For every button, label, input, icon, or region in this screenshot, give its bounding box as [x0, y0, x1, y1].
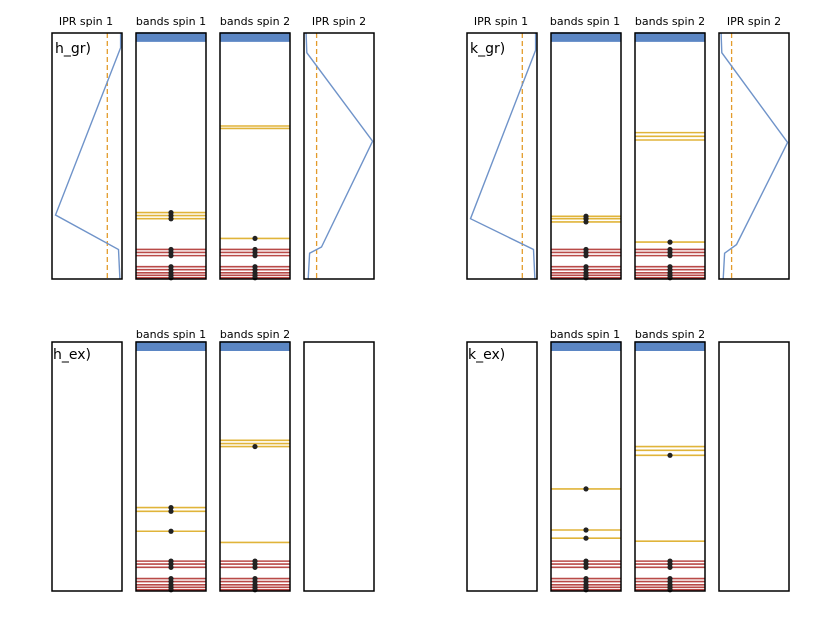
panel-title-bands-spin2: bands spin 2 [220, 15, 290, 28]
block-k-gr: IPR spin 1 bands spin 1 bands spin 2 IPR… [470, 15, 781, 57]
panel-frame-ipr1 [466, 32, 538, 280]
electron-dot [252, 235, 258, 242]
panel-title-ipr-spin2: IPR spin 2 [312, 15, 366, 28]
electron-dot [168, 216, 174, 222]
panel-frame-bands2 [219, 32, 291, 280]
block-label: h_gr) [55, 41, 91, 57]
block-label: h_ex) [53, 347, 91, 363]
block-label: k_gr) [470, 41, 505, 57]
electron-dot [583, 486, 589, 492]
electron-dot [583, 253, 589, 259]
panel-title-bands-spin1: bands spin 1 [550, 15, 620, 28]
panel-frame-bands2 [634, 32, 706, 280]
panel-title-ipr-spin1: IPR spin 1 [474, 15, 528, 28]
electron-dot [168, 504, 174, 511]
electron-dot [667, 452, 673, 458]
panel-frame-bands1 [135, 341, 207, 592]
panel-title-ipr-spin1: IPR spin 1 [59, 15, 113, 28]
electron-dot [583, 535, 589, 541]
chart-marks [51, 32, 790, 593]
block-h-gr: IPR spin 1 bands spin 1 bands spin 2 IPR… [55, 15, 366, 57]
panel-frame-ipr2 [303, 32, 375, 280]
electron-dot [168, 564, 174, 570]
ipr-curve [54, 33, 122, 280]
panel-title-bands-spin1: bands spin 1 [550, 328, 620, 341]
panel-frame-bands1 [550, 32, 622, 280]
panel-title-bands-spin2: bands spin 2 [635, 328, 705, 341]
panel-frame-bands1 [550, 341, 622, 592]
electron-dot [252, 564, 258, 570]
ipr-curve [720, 32, 789, 280]
panel-frame-bands1 [135, 32, 207, 280]
panel-frame-bands2 [219, 341, 291, 592]
panel-frame-ipr1 [466, 341, 538, 592]
block-marks-0 [51, 32, 375, 281]
electron-dot [252, 443, 258, 450]
panel-frame-ipr1 [51, 341, 123, 592]
panel-frame-ipr2 [718, 341, 790, 592]
block-marks-3 [466, 341, 790, 593]
electron-dot [583, 219, 589, 225]
panel-frame-bands2 [634, 341, 706, 592]
electron-dot [583, 564, 589, 570]
panel-frame-ipr2 [718, 32, 790, 280]
block-marks-2 [51, 341, 375, 593]
panel-title-bands-spin1: bands spin 1 [136, 328, 206, 341]
electron-dot [667, 253, 673, 259]
ipr-curve [305, 32, 374, 280]
block-marks-1 [466, 32, 790, 281]
electron-dot [168, 528, 174, 534]
panel-title-bands-spin1: bands spin 1 [136, 15, 206, 28]
panel-frame-ipr1 [51, 32, 123, 280]
block-k-ex: bands spin 1 bands spin 2 k_ex) [468, 328, 705, 363]
electron-dot [667, 239, 673, 245]
electron-dot [667, 564, 673, 570]
electron-dot [252, 253, 258, 259]
panel-title-bands-spin2: bands spin 2 [635, 15, 705, 28]
electron-dot [583, 527, 589, 533]
electron-dot [168, 508, 174, 514]
electron-dot [168, 253, 174, 259]
block-h-ex: bands spin 1 bands spin 2 h_ex) [53, 328, 290, 363]
panel-title-bands-spin2: bands spin 2 [220, 328, 290, 341]
block-label: k_ex) [468, 347, 505, 363]
panel-frame-ipr2 [303, 341, 375, 592]
panel-title-ipr-spin2: IPR spin 2 [727, 15, 781, 28]
ipr-curve [469, 33, 537, 280]
